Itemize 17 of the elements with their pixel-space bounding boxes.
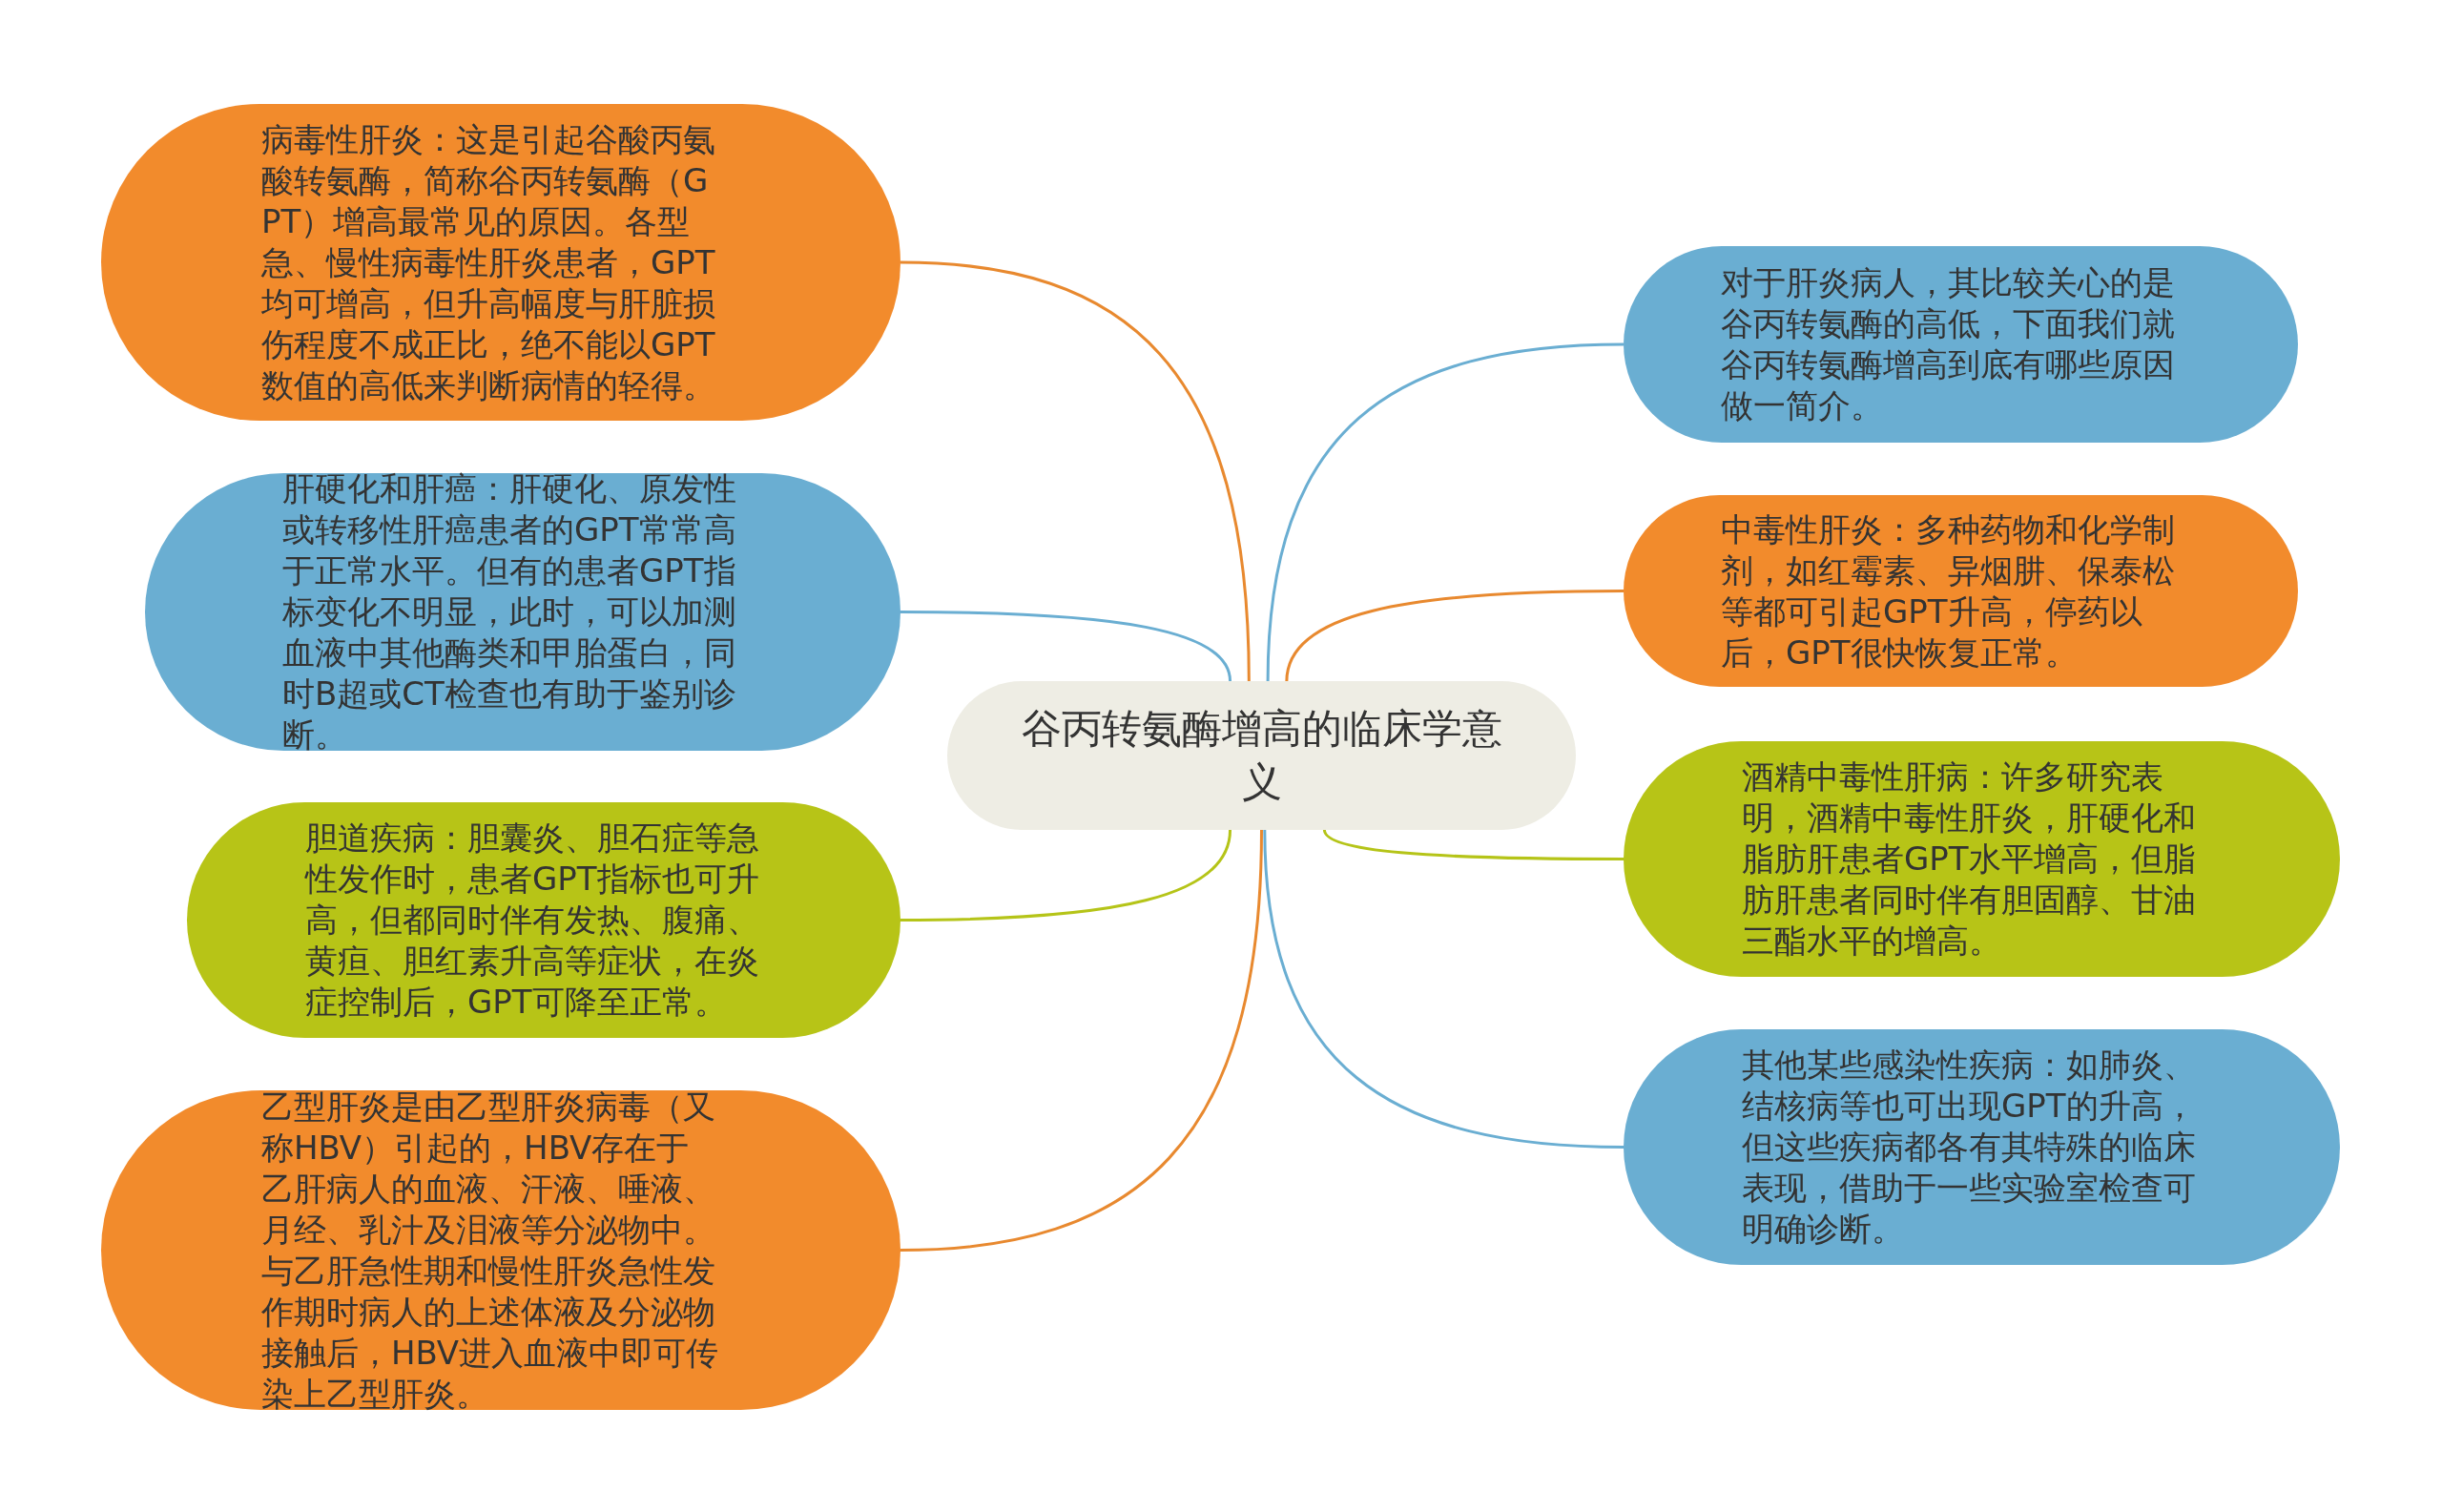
connector-line — [900, 611, 1232, 682]
connector-line — [1285, 590, 1624, 682]
topic-text: 对于肝炎病人，其比较关心的是谷丙转氨酶的高低，下面我们就谷丙转氨酶增高到底有哪些原因做一简介。 — [1721, 262, 2176, 426]
connector-line — [900, 829, 1263, 1252]
topic-text: 酒精中毒性肝病：许多研究表明，酒精中毒性肝炎，肝硬化和脂肪肝患者GPT水平增高，但脂肪肝患者同时伴有胆固醇、甘油三酯水平的增高。 — [1742, 756, 2197, 962]
connector-line — [1323, 829, 1624, 860]
topic-text: 中毒性肝炎：多种药物和化学制剂，如红霉素、异烟肼、保泰松等都可引起GPT升高，停药以后，GPT很快恢复正常。 — [1721, 508, 2176, 673]
connector-line — [900, 260, 1251, 682]
central-topic-text: 谷丙转氨酶增高的临床学意义 — [1020, 704, 1503, 807]
topic-text: 其他某些感染性疾病：如肺炎、结核病等也可出现GPT的升高，但这些疾病都各有其特殊的临床表现，借助于一些实验室检查可明确诊断。 — [1742, 1045, 2197, 1250]
connector-line — [900, 829, 1232, 922]
topic-text: 病毒性肝炎：这是引起谷酸丙氨酸转氨酶，简称谷丙转氨酶（GPT）增高最常见的原因。各型急、慢性病毒性肝炎患者，GPT均可增高，但升高幅度与肝脏损伤程度不成正比，绝不能以GPT数值的高低来判断病情的轻得。 — [261, 118, 716, 406]
topic-text: 乙型肝炎是由乙型肝炎病毒（又称HBV）引起的，HBV存在于乙肝病人的血液、汗液、唾液、月经、乳汁及泪液等分泌物中。与乙肝急性期和慢性肝炎急性发作期时病人的上述体液及分泌物接触后，HBV进入血液中即可传染上乙型肝炎。 — [261, 1086, 720, 1415]
topic-text: 肝硬化和肝癌：肝硬化、原发性或转移性肝癌患者的GPT常常高于正常水平。但有的患者GPT指标变化不明显，此时，可以加测血液中其他酶类和甲胎蛋白，同时B超或CT检查也有助于鉴别诊断。 — [282, 468, 737, 756]
connector-line — [1263, 829, 1625, 1149]
connector-line — [1266, 342, 1625, 682]
topic-text: 胆道疾病：胆囊炎、胆石症等急性发作时，患者GPT指标也可升高，但都同时伴有发热、腹痛、黄疸、胆红素升高等症状，在炎症控制后，GPT可降至正常。 — [305, 818, 760, 1023]
